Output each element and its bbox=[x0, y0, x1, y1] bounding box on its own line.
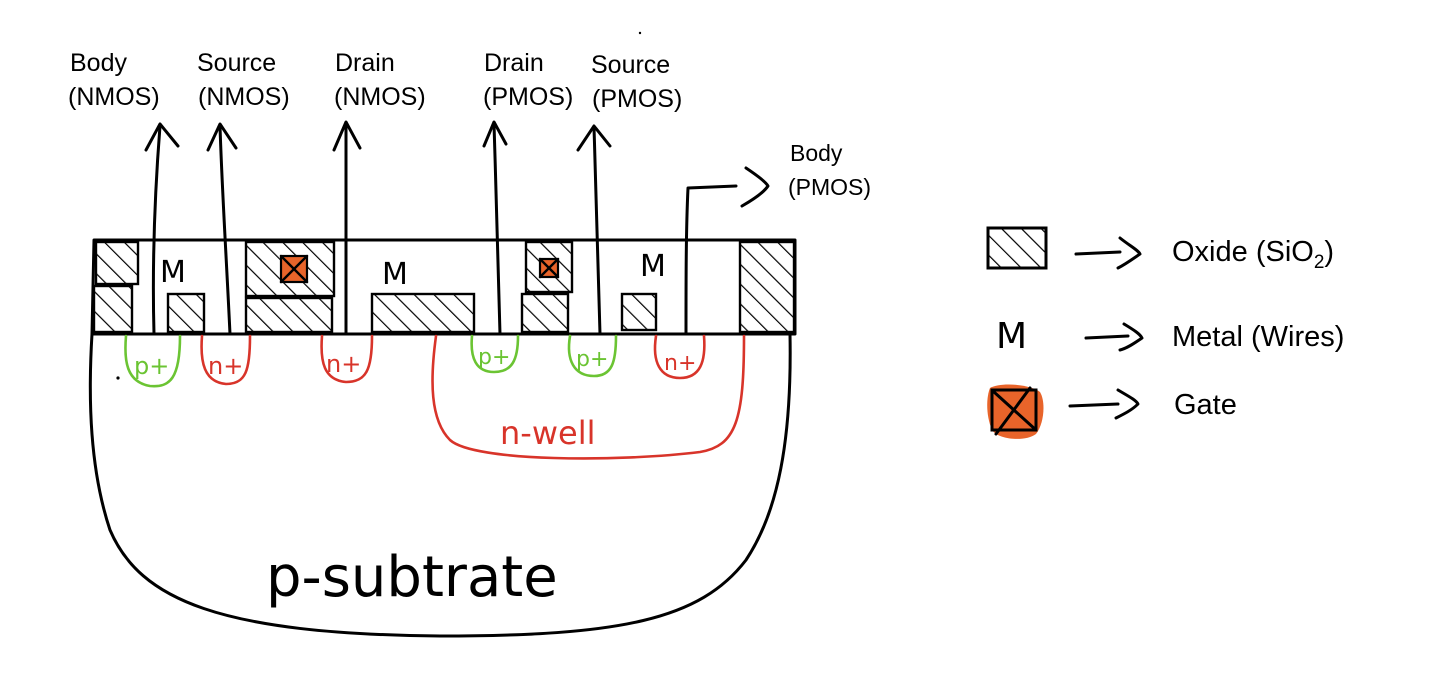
p-plus-region-3 bbox=[567, 334, 618, 378]
oxide-layer bbox=[90, 238, 797, 336]
right-arrow-icon bbox=[1084, 322, 1144, 352]
legend-metal-label: Metal (Wires) bbox=[1172, 321, 1344, 353]
n-plus-label-3: n+ bbox=[664, 351, 696, 376]
substrate-label: p-subtrate bbox=[266, 545, 558, 610]
terminal-label-source-nmos-line2: (NMOS) bbox=[198, 83, 290, 111]
right-arrow-icon bbox=[1068, 388, 1140, 420]
terminal-label-drain-nmos-line2: (NMOS) bbox=[334, 83, 426, 111]
right-arrow-icon bbox=[1074, 236, 1142, 270]
metal-mark-3: M bbox=[640, 249, 666, 284]
terminal-label-source-pmos-line2: (PMOS) bbox=[592, 85, 682, 113]
p-plus-label-2: p+ bbox=[478, 345, 510, 370]
nmos-gate bbox=[279, 254, 309, 284]
terminal-label-body-nmos-line2: (NMOS) bbox=[68, 83, 160, 111]
oxide-block-1 bbox=[166, 292, 206, 334]
n-plus-label-1: n+ bbox=[208, 352, 243, 380]
oxide-block-right bbox=[738, 240, 796, 334]
legend-gate-row: Gate bbox=[987, 384, 1237, 439]
p-plus-label-3: p+ bbox=[576, 347, 608, 372]
orange-x-square-icon bbox=[987, 384, 1044, 439]
legend: Oxide (SiO2) M Metal (Wires) Ga bbox=[986, 226, 1344, 439]
terminal-label-source-nmos-line1: Source bbox=[197, 49, 276, 77]
oxide-block-pmos-lower bbox=[520, 292, 570, 334]
n-plus-region-1 bbox=[200, 334, 252, 386]
metal-mark-1: M bbox=[160, 255, 186, 290]
oxide-block-left bbox=[94, 240, 140, 286]
n-plus-region-3 bbox=[653, 334, 706, 380]
n-plus-region-2 bbox=[320, 334, 374, 384]
oxide-block-left-lower bbox=[92, 284, 134, 334]
legend-metal-symbol: M bbox=[996, 316, 1027, 357]
p-substrate-outline bbox=[88, 332, 792, 638]
legend-metal-row: M Metal (Wires) bbox=[996, 316, 1344, 357]
terminal-label-drain-nmos-line1: Drain bbox=[335, 49, 395, 77]
oxide-block-center bbox=[370, 292, 476, 334]
hatched-square-icon bbox=[986, 226, 1048, 270]
terminal-labels: Body (NMOS) Source (NMOS) Drain (NMOS) D… bbox=[68, 49, 871, 200]
p-plus-region-1 bbox=[124, 334, 182, 388]
terminal-label-body-nmos-line1: Body bbox=[70, 49, 127, 77]
legend-oxide-label: Oxide (SiO2) bbox=[1172, 236, 1334, 273]
n-well-label: n-well bbox=[500, 414, 595, 452]
terminal-label-source-pmos-line1: Source bbox=[591, 51, 670, 79]
terminal-label-body-pmos-line1: Body bbox=[790, 140, 843, 166]
terminal-label-drain-pmos-line1: Drain bbox=[484, 49, 544, 77]
p-plus-region-2 bbox=[470, 334, 520, 374]
n-plus-label-2: n+ bbox=[326, 350, 361, 378]
oxide-block-5 bbox=[620, 292, 658, 332]
legend-gate-label: Gate bbox=[1174, 389, 1237, 421]
terminal-wires bbox=[144, 120, 770, 336]
oxide-block-nmos-lower bbox=[244, 296, 334, 334]
pmos-gate bbox=[538, 257, 560, 279]
p-plus-label-1: p+ bbox=[134, 352, 169, 380]
terminal-label-drain-pmos-line2: (PMOS) bbox=[483, 83, 573, 111]
legend-oxide-row: Oxide (SiO2) bbox=[986, 226, 1334, 273]
terminal-label-body-pmos-line2: (PMOS) bbox=[788, 174, 871, 200]
doped-regions: p+ n+ n+ n-well p+ p+ n+ bbox=[124, 334, 746, 460]
metal-mark-2: M bbox=[382, 257, 408, 292]
n-well-region bbox=[431, 334, 746, 460]
